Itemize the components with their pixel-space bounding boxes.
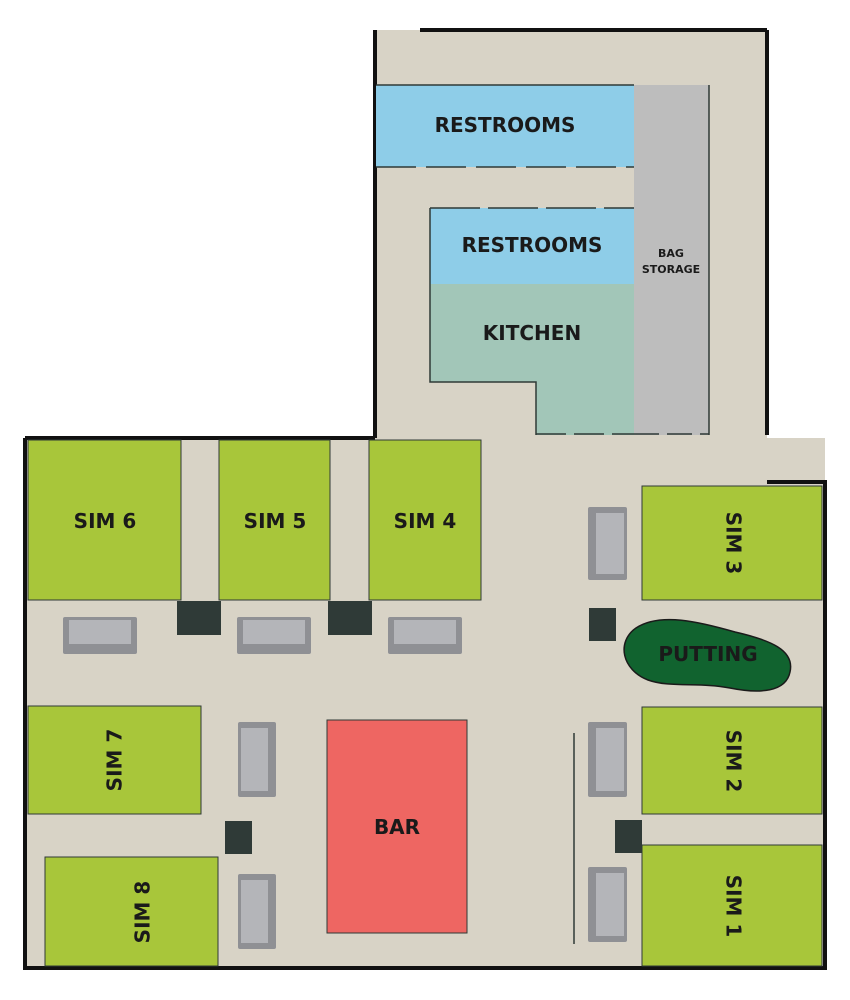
walls: [23, 28, 827, 970]
sim-4-bay: SIM 4: [368, 439, 482, 601]
kitchen-fill: [430, 284, 634, 435]
putting-label: PUTTING: [658, 642, 757, 666]
sim-7-fill: [27, 705, 202, 815]
table-icon: [615, 820, 642, 853]
sim-8-fill: [44, 856, 219, 967]
sim-8-label: SIM 8: [131, 881, 155, 944]
sofa-icon: [588, 507, 627, 580]
sim-2-fill: [641, 706, 823, 815]
sim-3-fill: [641, 485, 823, 601]
sim-5-label: SIM 5: [244, 509, 307, 533]
restrooms-mid-label: RESTROOMS: [462, 233, 603, 257]
restrooms-top-fill: [376, 85, 634, 167]
restrooms-mid-room: RESTROOMS: [430, 207, 634, 284]
sim-3-label: SIM 3: [722, 512, 746, 575]
sofa-icon: [388, 617, 462, 654]
restrooms-top-room: RESTROOMS: [376, 84, 634, 168]
table-icon: [328, 601, 372, 635]
bar-area: BAR: [326, 719, 468, 934]
restrooms-mid-fill: [430, 208, 634, 284]
sim-7-bay: SIM 7: [27, 705, 202, 815]
kitchen-label: KITCHEN: [483, 321, 581, 345]
sim-2-label: SIM 2: [722, 730, 746, 793]
sim-3-bay: SIM 3: [641, 485, 823, 601]
bag-storage-label-line2: STORAGE: [642, 263, 700, 276]
kitchen-room: KITCHEN: [429, 208, 634, 435]
restrooms-top-label: RESTROOMS: [435, 113, 576, 137]
sim-1-label: SIM 1: [722, 875, 746, 938]
sim-6-fill: [27, 439, 182, 601]
sim-1-fill: [641, 844, 823, 967]
bar-label: BAR: [374, 815, 420, 839]
sofa-icon: [237, 617, 311, 654]
sofa-icon: [238, 722, 276, 797]
sofa-icon: [63, 617, 137, 654]
sim-7-label: SIM 7: [103, 729, 127, 792]
sim-6-bay: SIM 6: [27, 439, 182, 601]
table-icon: [225, 821, 252, 854]
sim-4-label: SIM 4: [394, 509, 457, 533]
sim-5-fill: [218, 439, 331, 601]
sofa-icon: [588, 867, 627, 942]
putting-green-shape: [623, 618, 792, 692]
putting-green: PUTTING: [623, 618, 792, 692]
sim-8-bay: SIM 8: [44, 856, 219, 967]
bag-storage-fill: [634, 85, 709, 435]
table-icon: [177, 601, 221, 635]
sim-4-fill: [368, 439, 482, 601]
bar-fill: [326, 719, 468, 934]
sofa-icon: [238, 874, 276, 949]
sim-1-bay: SIM 1: [641, 844, 823, 967]
sofa-icon: [588, 722, 627, 797]
bag-storage-label-line1: BAG: [658, 247, 684, 260]
kitchen-walls: [429, 208, 537, 435]
sim-2-bay: SIM 2: [641, 706, 823, 815]
sim-6-label: SIM 6: [74, 509, 137, 533]
table-icon: [589, 608, 616, 641]
bag-storage-room: BAG STORAGE: [634, 85, 710, 435]
sim-5-bay: SIM 5: [218, 439, 331, 601]
